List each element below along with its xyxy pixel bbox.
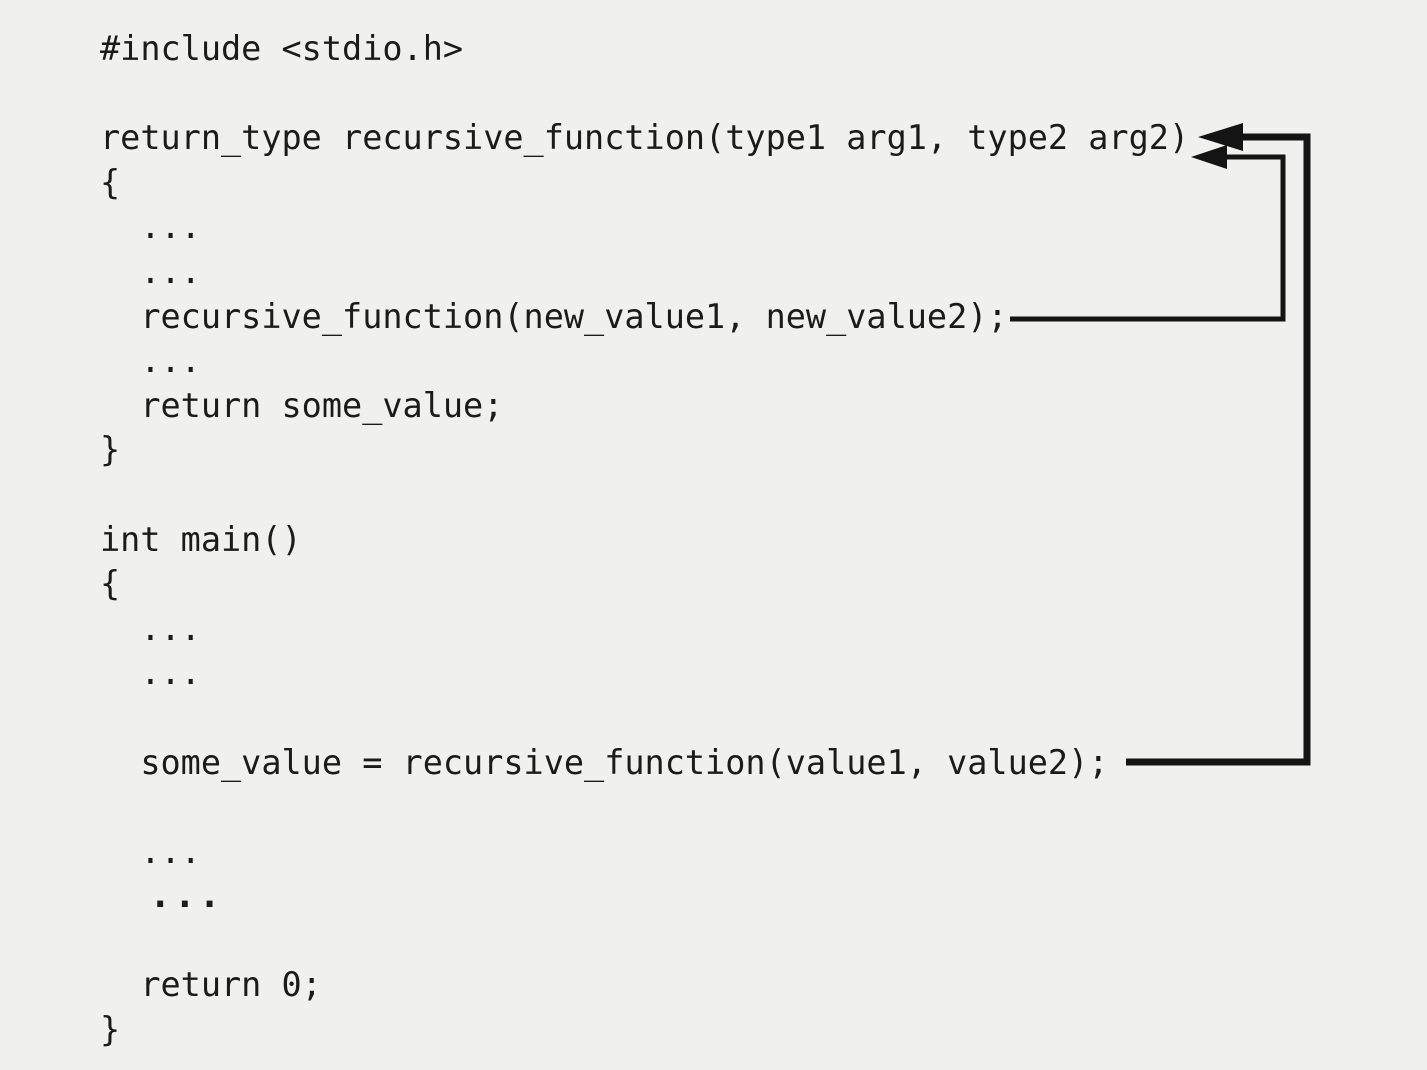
- code-line-ellipsis: ...: [100, 608, 201, 648]
- code-line-ellipsis: ...: [100, 831, 201, 871]
- code-line-open-brace-main: {: [100, 564, 121, 604]
- code-line-close-brace-main: }: [100, 1010, 121, 1050]
- code-block: #include <stdio.h> return_type recursive_…: [100, 27, 1189, 1053]
- code-line-ellipsis: ...: [100, 251, 201, 291]
- code-line-main-signature: int main(): [100, 519, 302, 559]
- code-line-ellipsis: ...: [100, 207, 201, 247]
- code-line-main-call: some_value = recursive_function(value1, …: [100, 742, 1109, 782]
- code-line-include: #include <stdio.h>: [100, 29, 464, 68]
- code-line-ellipsis-bold: ...: [100, 875, 224, 917]
- code-line-return-some-value: return some_value;: [100, 385, 504, 425]
- code-line-blank: [100, 919, 1189, 964]
- code-line-function-signature: return_type recursive_function(type1 arg…: [100, 118, 1190, 158]
- code-line-ellipsis: ...: [100, 653, 201, 693]
- code-line-blank: [100, 696, 1189, 741]
- code-line-blank: [100, 785, 1189, 830]
- code-line-blank: [100, 473, 1189, 518]
- code-line-close-brace-function: }: [100, 430, 121, 470]
- code-line-blank: [100, 72, 1189, 117]
- code-line-return-zero: return 0;: [100, 965, 322, 1005]
- code-line-open-brace-function: {: [100, 162, 121, 202]
- code-line-recursive-call: recursive_function(new_value1, new_value…: [100, 296, 1008, 336]
- outer-call-arrowhead-icon: [1198, 123, 1243, 151]
- recursive-call-arrowhead-icon: [1191, 145, 1227, 169]
- code-line-ellipsis: ...: [100, 341, 201, 381]
